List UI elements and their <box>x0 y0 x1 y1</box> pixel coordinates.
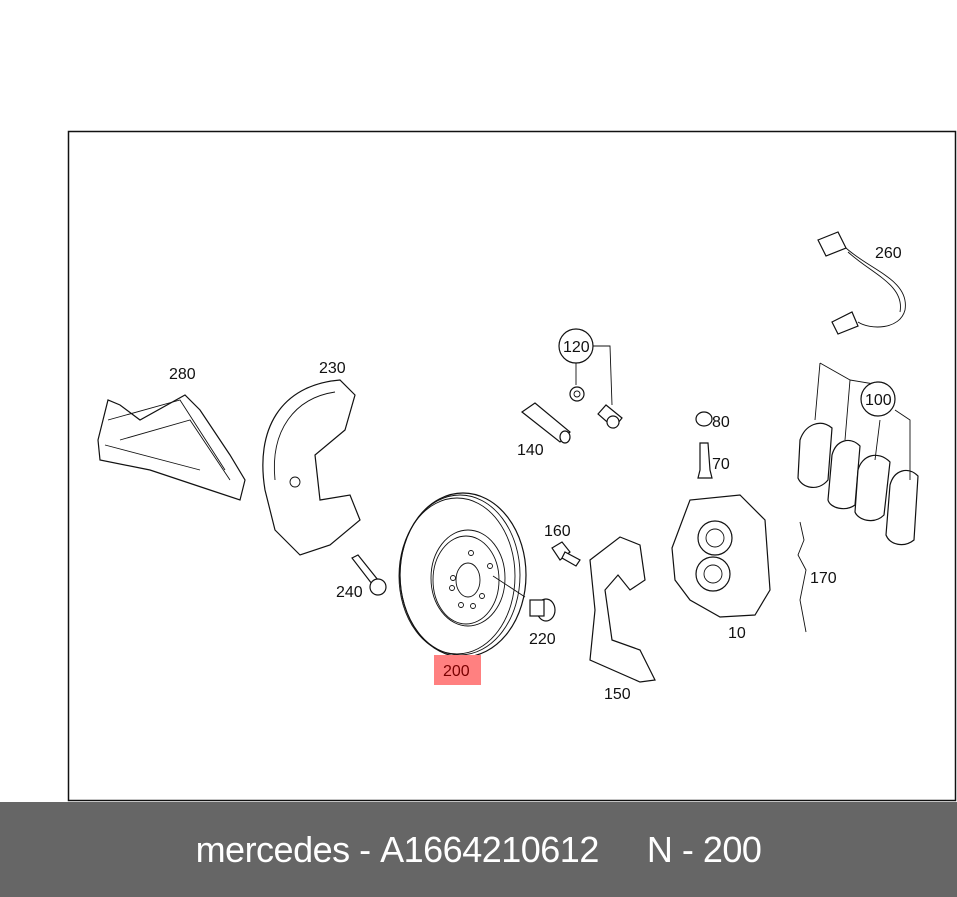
position-number: 200 <box>702 828 762 870</box>
callout-80[interactable]: 80 <box>712 414 730 431</box>
part-160-bolt[interactable] <box>551 541 581 567</box>
callout-240[interactable]: 240 <box>336 584 363 601</box>
part-230-dust-shield[interactable] <box>262 379 361 556</box>
part-280-splash-guard[interactable] <box>97 394 246 501</box>
callout-160[interactable]: 160 <box>544 523 571 540</box>
callout-200-highlight <box>434 655 481 685</box>
part-120-bushing[interactable] <box>569 386 623 429</box>
callout-230[interactable]: 230 <box>319 360 346 377</box>
position-prefix: N - <box>646 828 703 870</box>
callout-120[interactable]: 120 <box>563 339 590 356</box>
part-80-cap[interactable] <box>695 411 713 427</box>
part-170-spring[interactable] <box>797 521 807 633</box>
callout-280[interactable]: 280 <box>169 366 196 383</box>
callout-220[interactable]: 220 <box>529 631 556 648</box>
part-240-bolt[interactable] <box>351 554 387 596</box>
separator: - <box>349 828 381 870</box>
callout-260[interactable]: 260 <box>875 245 902 262</box>
callout-100-circle <box>860 381 896 417</box>
callout-200[interactable]: 200 <box>443 663 470 680</box>
callout-100[interactable]: 100 <box>865 392 892 409</box>
part-260-wear-sensor[interactable] <box>817 231 906 335</box>
part-info-footer: mercedes - A1664210612 N - 200 <box>0 802 957 897</box>
callout-70[interactable]: 70 <box>712 456 730 473</box>
part-10-caliper[interactable] <box>671 494 771 618</box>
part-100-brake-pads[interactable] <box>797 362 919 546</box>
part-200-brake-disc[interactable] <box>398 492 527 658</box>
part-140-guide-pin[interactable] <box>520 402 571 444</box>
callout-150[interactable]: 150 <box>604 686 631 703</box>
parts-diagram: 280 230 120 140 80 70 100 260 160 240 22… <box>67 130 957 802</box>
part-number: A1664210612 <box>380 828 599 870</box>
part-220-screw[interactable] <box>529 598 556 622</box>
part-70-bleeder[interactable] <box>697 442 713 479</box>
callout-170[interactable]: 170 <box>810 570 837 587</box>
part-150-caliper-bracket[interactable] <box>589 536 656 683</box>
callout-140[interactable]: 140 <box>517 442 544 459</box>
callout-10[interactable]: 10 <box>728 625 746 642</box>
brand-name: mercedes <box>195 828 351 870</box>
